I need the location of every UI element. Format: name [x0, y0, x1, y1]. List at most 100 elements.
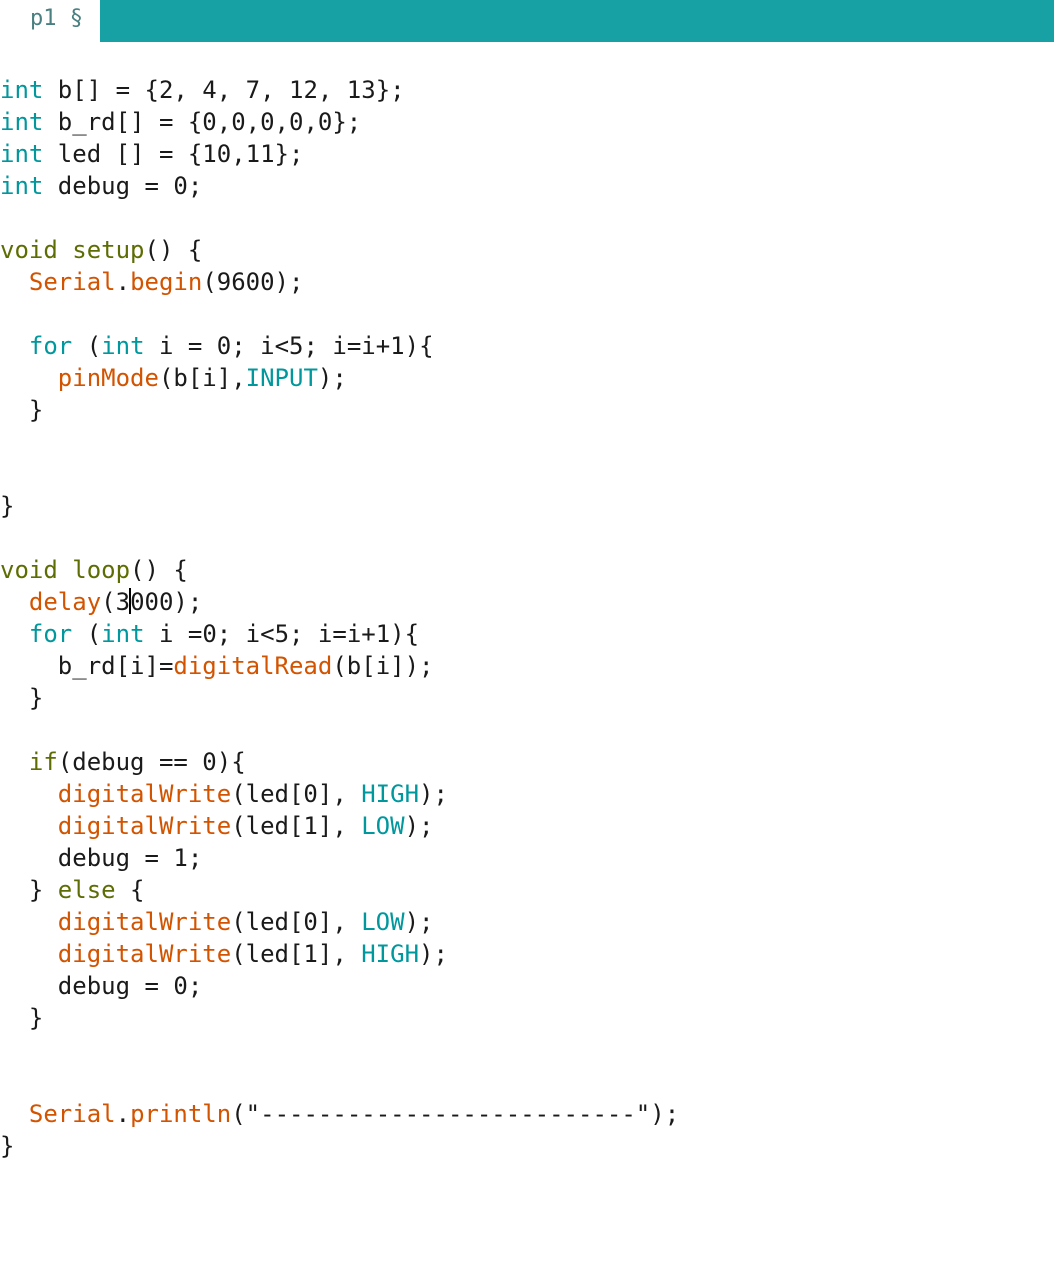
code-line: } [0, 682, 43, 714]
code-text: } [0, 1132, 15, 1160]
function-call: digitalWrite [57, 908, 232, 936]
indent [0, 940, 58, 968]
keyword: int [0, 108, 44, 136]
keyword: for [28, 620, 73, 648]
code-text: () { [144, 236, 203, 264]
keyword: int [0, 140, 44, 168]
code-line: for (int i = 0; i<5; i=i+1){ [0, 330, 434, 362]
constant: HIGH [361, 940, 420, 968]
code-text: { [115, 876, 145, 904]
code-line: debug = 1; [0, 842, 203, 874]
code-text: b[] = {2, 4, 7, 12, 13}; [43, 76, 405, 104]
code-text: } [0, 396, 44, 424]
keyword: for [28, 332, 73, 360]
code-line: digitalWrite(led[1], HIGH); [0, 938, 448, 970]
function-call: println [130, 1100, 232, 1128]
code-text: . [115, 1100, 131, 1128]
code-line: if(debug == 0){ [0, 746, 246, 778]
code-line: } else { [0, 874, 145, 906]
code-text: (led[0], [231, 908, 362, 936]
constant: LOW [361, 812, 405, 840]
indent [0, 332, 29, 360]
code-line: Serial.println("------------------------… [0, 1098, 679, 1130]
keyword: int [0, 76, 44, 104]
code-line: digitalWrite(led[1], LOW); [0, 810, 434, 842]
code-line: int debug = 0; [0, 170, 202, 202]
code-text: ( [72, 620, 102, 648]
keyword: else [57, 876, 116, 904]
indent [0, 1100, 29, 1128]
indent [0, 364, 58, 392]
code-text: (led[0], [231, 780, 362, 808]
keyword: int [0, 172, 44, 200]
code-line: digitalWrite(led[0], LOW); [0, 906, 434, 938]
code-text: } [0, 684, 44, 712]
keyword: int [101, 620, 145, 648]
text-cursor [129, 588, 132, 614]
indent [0, 780, 58, 808]
code-line: for (int i =0; i<5; i=i+1){ [0, 618, 419, 650]
code-text: } [0, 876, 58, 904]
code-text: ( [72, 332, 102, 360]
code-text: debug = 0; [43, 172, 203, 200]
constant: LOW [361, 908, 405, 936]
function-call: digitalWrite [57, 940, 232, 968]
code-text: ); [404, 908, 434, 936]
indent [0, 620, 29, 648]
code-text: b_rd[] = {0,0,0,0,0}; [43, 108, 362, 136]
code-line: } [0, 1130, 14, 1162]
code-text: b_rd[i]= [0, 652, 174, 680]
indent [0, 748, 29, 776]
code-text: led [] = {10,11}; [43, 140, 304, 168]
keyword: if [28, 748, 58, 776]
indent [0, 908, 58, 936]
code-text: i = 0; i<5; i=i+1){ [144, 332, 434, 360]
code-line: b_rd[i]=digitalRead(b[i]); [0, 650, 434, 682]
function-name: loop [72, 556, 131, 584]
code-text: } [0, 492, 15, 520]
function-call: pinMode [57, 364, 159, 392]
code-line: pinMode(b[i],INPUT); [0, 362, 347, 394]
function-call: digitalRead [173, 652, 333, 680]
code-text [58, 236, 72, 264]
code-line: digitalWrite(led[0], HIGH); [0, 778, 448, 810]
code-line: int b_rd[] = {0,0,0,0,0}; [0, 106, 361, 138]
indent [0, 812, 58, 840]
code-text: (b[i], [158, 364, 246, 392]
code-line: int b[] = {2, 4, 7, 12, 13}; [0, 74, 405, 106]
object-name: Serial [28, 268, 116, 296]
code-text: (led[1], [231, 940, 362, 968]
code-line: debug = 0; [0, 970, 203, 1002]
constant: HIGH [361, 780, 420, 808]
code-editor[interactable]: int b[] = {2, 4, 7, 12, 13}; int b_rd[] … [0, 74, 1054, 1234]
constant: INPUT [245, 364, 318, 392]
tab-sketch[interactable]: p1 § [0, 0, 100, 42]
code-text: ); [419, 940, 448, 968]
code-text: i =0; i<5; i=i+1){ [144, 620, 420, 648]
code-text: (debug == 0){ [57, 748, 246, 776]
function-call: begin [130, 268, 203, 296]
code-line: } [0, 490, 14, 522]
code-text: ("--------------------------"); [231, 1100, 680, 1128]
code-line: int led [] = {10,11}; [0, 138, 303, 170]
function-call: delay [28, 588, 102, 616]
keyword: int [101, 332, 145, 360]
code-line: } [0, 394, 43, 426]
code-text: ); [419, 780, 448, 808]
tab-bar: p1 § [0, 0, 1054, 42]
function-name: setup [72, 236, 145, 264]
code-text: ); [404, 812, 434, 840]
code-text [58, 556, 72, 584]
keyword: void [0, 236, 58, 264]
code-text: (led[1], [231, 812, 362, 840]
keyword: void [0, 556, 58, 584]
function-call: digitalWrite [57, 780, 232, 808]
code-line: void setup() { [0, 234, 202, 266]
object-name: Serial [28, 1100, 116, 1128]
code-text: 000); [130, 588, 203, 616]
code-text: ); [317, 364, 347, 392]
code-line: delay(3000); [0, 586, 202, 618]
indent [0, 588, 29, 616]
code-text: } [0, 1004, 44, 1032]
code-text: (9600); [202, 268, 304, 296]
